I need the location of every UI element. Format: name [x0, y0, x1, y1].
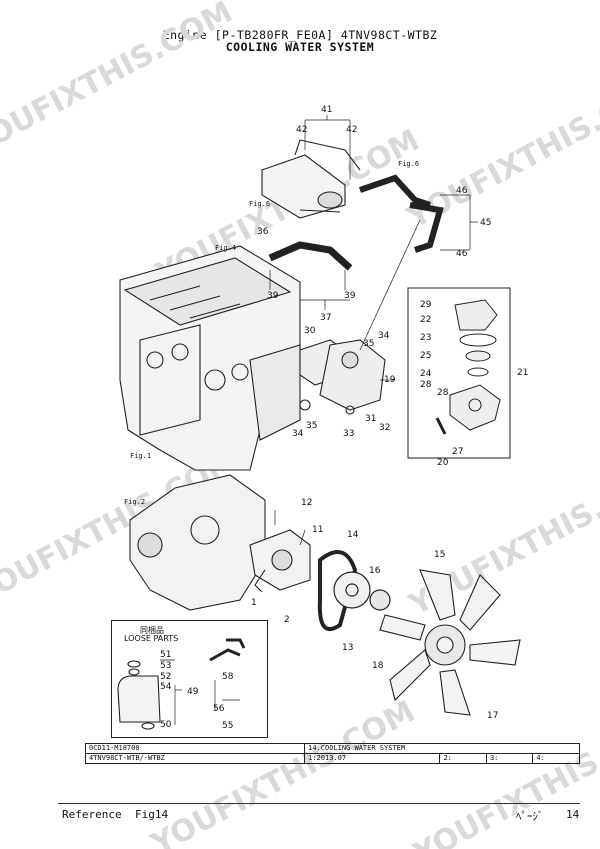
watermark-text: YOUFIXTHIS.COM — [408, 703, 600, 849]
callout: 39 — [344, 291, 356, 301]
callout: 42 — [296, 125, 307, 135]
upper-hoses — [261, 139, 444, 271]
callout: 34 — [378, 331, 390, 341]
figref: Fig.6 — [398, 160, 419, 168]
figure-references: Fig.6 Fig.6 Fig.4 Fig.1 Fig.2 — [124, 160, 419, 506]
callout: 42 — [346, 125, 357, 135]
callout: 28 — [420, 380, 432, 390]
loose-parts-label: LOOSE PARTS — [124, 634, 179, 643]
figref: Fig.1 — [130, 452, 151, 460]
table-cell: 4TNV98CT-WTB/-WTBZ — [84, 753, 306, 764]
leader-lines — [160, 115, 478, 725]
thermostat-detail — [407, 287, 511, 459]
callout: 11 — [312, 525, 323, 535]
header-model: Engine [P-TB280FR_FE0A] 4TNV98CT-WTBZ — [162, 28, 438, 42]
callout: 12 — [301, 498, 312, 508]
callout: 41 — [321, 105, 332, 115]
loose-parts-box — [111, 620, 268, 738]
callout: 1 — [251, 598, 257, 608]
callout: 50 — [160, 720, 172, 730]
table-row: 0CD11-M18700 14.COOLING WATER SYSTEM — [84, 743, 580, 754]
callout: 25 — [420, 351, 431, 361]
figref: Fig.2 — [124, 498, 145, 506]
cooling-fan — [379, 569, 521, 716]
callout: 31 — [365, 414, 376, 424]
callout: 33 — [343, 429, 354, 439]
callout: 16 — [369, 566, 381, 576]
table-cell: 14.COOLING WATER SYSTEM — [304, 743, 580, 754]
callout: 56 — [213, 704, 225, 714]
callout: 51 — [160, 650, 171, 660]
loose-parts-items — [117, 638, 246, 730]
callout: 14 — [347, 530, 359, 540]
callout: 32 — [379, 423, 390, 433]
callout: 34 — [292, 429, 304, 439]
callout: 55 — [222, 721, 233, 731]
callout: 23 — [420, 333, 431, 343]
table-cell: 4: — [532, 753, 580, 764]
callout: 52 — [160, 672, 171, 682]
callout: 20 — [437, 458, 449, 468]
callout: 28 — [437, 388, 449, 398]
callout: 24 — [420, 369, 432, 379]
callout: 13 — [342, 643, 353, 653]
page-title: COOLING WATER SYSTEM — [225, 40, 375, 54]
gear-case-and-pump — [129, 474, 311, 611]
callout: 29 — [420, 300, 432, 310]
callout: 17 — [487, 711, 498, 721]
table-cell: 1:2013.07 — [304, 753, 441, 764]
callout: 22 — [420, 315, 431, 325]
footer-page-label: ﾍﾟｰｼﾞ — [516, 810, 544, 823]
callout: 49 — [187, 687, 199, 697]
callout: 35 — [306, 421, 317, 431]
callout: 27 — [452, 447, 463, 457]
callout: 58 — [222, 672, 234, 682]
callout: 21 — [517, 368, 528, 378]
callout: 53 — [160, 661, 171, 671]
callout: 19 — [384, 375, 396, 385]
footer-divider — [58, 803, 580, 804]
callout: 45 — [480, 218, 491, 228]
figref: Fig.4 — [215, 244, 236, 252]
engine-block — [119, 245, 301, 471]
belt-and-pulley — [317, 550, 391, 632]
table-cell: 3: — [485, 753, 534, 764]
loose-parts-jp: 同梱品 — [140, 626, 164, 635]
table-cell: 2: — [439, 753, 487, 764]
callout: 15 — [434, 550, 445, 560]
figref: Fig.6 — [249, 200, 270, 208]
part-callouts: 41 42 42 46 45 46 36 39 39 37 30 29 22 2… — [160, 105, 528, 731]
callout: 36 — [257, 227, 269, 237]
callout: 2 — [284, 615, 290, 625]
callout: 37 — [320, 313, 331, 323]
watermark-text: YOUFIXTHIS.COM — [0, 0, 238, 163]
callout: 39 — [267, 291, 279, 301]
callout: 35 — [363, 339, 374, 349]
thermostat-housing — [299, 339, 386, 415]
table-cell: 0CD11-M18700 — [84, 743, 306, 754]
callout: 46 — [456, 186, 468, 196]
callout: 46 — [456, 249, 468, 259]
footer-reference: Reference — [62, 808, 122, 821]
table-row: 4TNV98CT-WTB/-WTBZ 1:2013.07 2: 3: 4: — [84, 753, 580, 764]
callout: 18 — [372, 661, 384, 671]
callout: 54 — [160, 682, 172, 692]
callout: 30 — [304, 326, 316, 336]
footer-page-number: 14 — [566, 808, 580, 821]
footer-fig: Fig14 — [135, 808, 169, 821]
parts-info-table: 0CD11-M18700 14.COOLING WATER SYSTEM 4TN… — [84, 743, 580, 764]
